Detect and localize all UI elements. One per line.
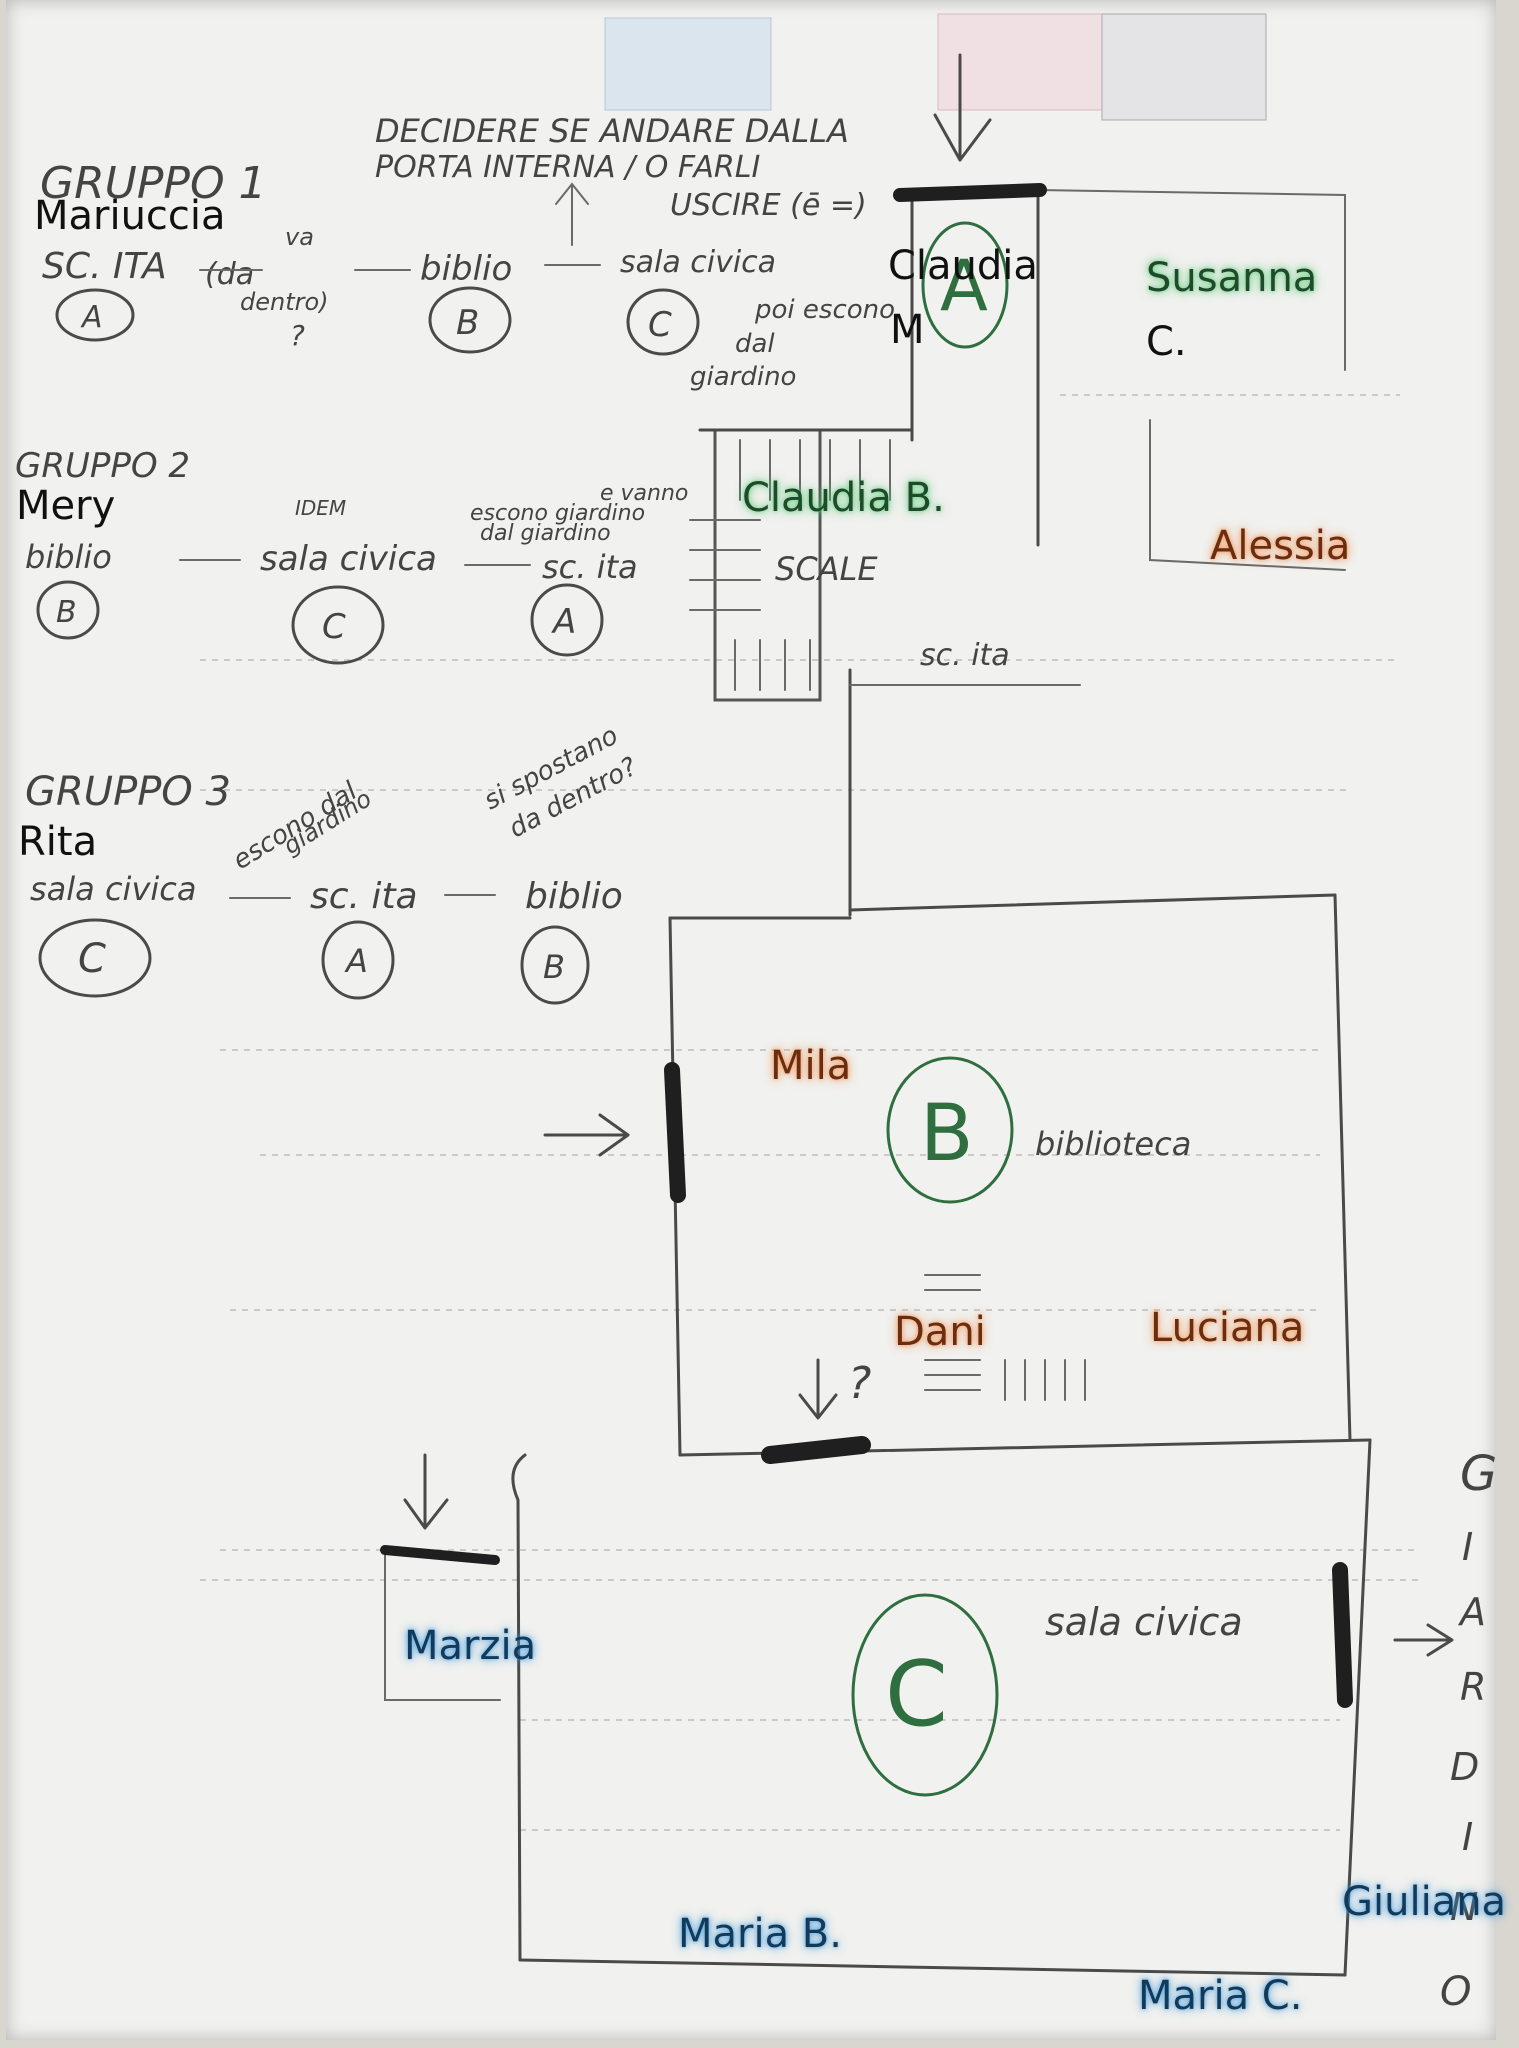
name-susanna-initial: C. <box>1146 319 1187 365</box>
name-claudia-initial: M <box>890 307 925 353</box>
name-mila: Mila <box>770 1043 852 1089</box>
svg-text:N: N <box>1450 1885 1478 1929</box>
name-maria-c: Maria C. <box>1138 1973 1303 2019</box>
svg-text:biblio: biblio <box>25 538 112 576</box>
svg-text:sala civica: sala civica <box>620 245 776 280</box>
name-rita: Rita <box>18 819 98 865</box>
svg-text:A: A <box>80 300 103 335</box>
svg-text:va: va <box>285 223 314 251</box>
svg-text:I: I <box>1462 1815 1473 1859</box>
svg-text:dal giardino: dal giardino <box>480 521 611 546</box>
gruppo-2-heading: GRUPPO 2 <box>15 446 190 486</box>
svg-text:USCIRE (ē =): USCIRE (ē =) <box>670 188 867 223</box>
svg-text:sc. ita: sc. ita <box>920 638 1010 673</box>
bleed-through-lines <box>200 394 1420 1831</box>
printed-color-bars <box>604 13 1267 121</box>
room-c-outline: C <box>380 1438 1454 1977</box>
name-alessia: Alessia <box>1210 523 1351 569</box>
svg-text:B: B <box>456 303 479 343</box>
name-mery: Mery <box>16 483 116 529</box>
svg-text:(da: (da <box>205 257 254 292</box>
svg-text:PORTA INTERNA / O FARLI: PORTA INTERNA / O FARLI <box>375 150 760 185</box>
svg-text:?: ? <box>848 1358 871 1409</box>
name-dani: Dani <box>894 1309 986 1355</box>
svg-text:dentro): dentro) <box>240 288 329 316</box>
svg-text:biblio: biblio <box>525 876 623 917</box>
svg-text:sc. ita: sc. ita <box>542 548 638 586</box>
room-b-letter: B <box>920 1089 974 1179</box>
name-maria-b: Maria B. <box>678 1911 842 1957</box>
svg-text:IDEM: IDEM <box>295 496 346 520</box>
svg-text:I: I <box>1462 1525 1473 1569</box>
svg-text:A: A <box>1457 1590 1486 1634</box>
paper-sheet <box>6 0 1496 2040</box>
svg-text:sc. ita: sc. ita <box>310 876 418 917</box>
handwritten-notes: GRUPPO 1 DECIDERE SE ANDARE DALLA PORTA … <box>15 112 1497 2015</box>
corridor-outline <box>848 668 1337 917</box>
gruppo-3-heading: GRUPPO 3 <box>25 769 231 815</box>
svg-text:A: A <box>551 602 576 642</box>
svg-text:D: D <box>1450 1745 1479 1789</box>
name-claudia: Claudia <box>888 243 1038 289</box>
svg-text:DECIDERE SE ANDARE DALLA: DECIDERE SE ANDARE DALLA <box>375 112 849 150</box>
name-giuliana: Giuliana <box>1342 1879 1507 1925</box>
svg-text:e vanno: e vanno <box>600 481 688 506</box>
name-claudia-b: Claudia B. <box>742 475 945 521</box>
svg-text:biblioteca: biblioteca <box>1035 1125 1191 1163</box>
svg-text:O: O <box>1440 1969 1471 2015</box>
svg-text:dal: dal <box>735 329 775 359</box>
svg-text:C: C <box>648 305 672 345</box>
gruppo-1-heading: GRUPPO 1 <box>40 158 267 209</box>
svg-text:C: C <box>78 936 106 982</box>
room-a-outline: A <box>893 53 1346 571</box>
svg-text:sala civica: sala civica <box>260 539 437 579</box>
svg-text:B: B <box>543 948 565 986</box>
room-c-letter: C <box>885 1642 948 1747</box>
svg-text:A: A <box>344 942 368 980</box>
svg-text:sala civica: sala civica <box>1045 1600 1243 1644</box>
room-a-letter: A <box>940 245 988 327</box>
group-circles: A B C B C A C A B <box>36 286 700 1005</box>
svg-text:giardino: giardino <box>690 362 796 392</box>
svg-text:biblio: biblio <box>420 249 512 289</box>
svg-text:poi escono: poi escono <box>754 295 895 325</box>
svg-text:G: G <box>1460 1446 1497 1502</box>
name-marzia: Marzia <box>404 1623 537 1669</box>
svg-text:escono giardino: escono giardino <box>470 501 645 526</box>
name-mariuccia: Mariuccia <box>34 193 226 239</box>
svg-text:sala civica: sala civica <box>30 870 196 908</box>
svg-text:B: B <box>56 595 77 630</box>
svg-text:SC. ITA: SC. ITA <box>42 246 167 287</box>
room-b-outline: B <box>543 893 1372 1464</box>
svg-text:SCALE: SCALE <box>775 550 878 588</box>
name-susanna: Susanna <box>1146 255 1318 301</box>
svg-text:C: C <box>322 607 346 647</box>
svg-text:R: R <box>1460 1665 1486 1709</box>
stairs <box>689 428 914 702</box>
name-luciana: Luciana <box>1150 1305 1305 1351</box>
svg-text:?: ? <box>290 319 305 352</box>
